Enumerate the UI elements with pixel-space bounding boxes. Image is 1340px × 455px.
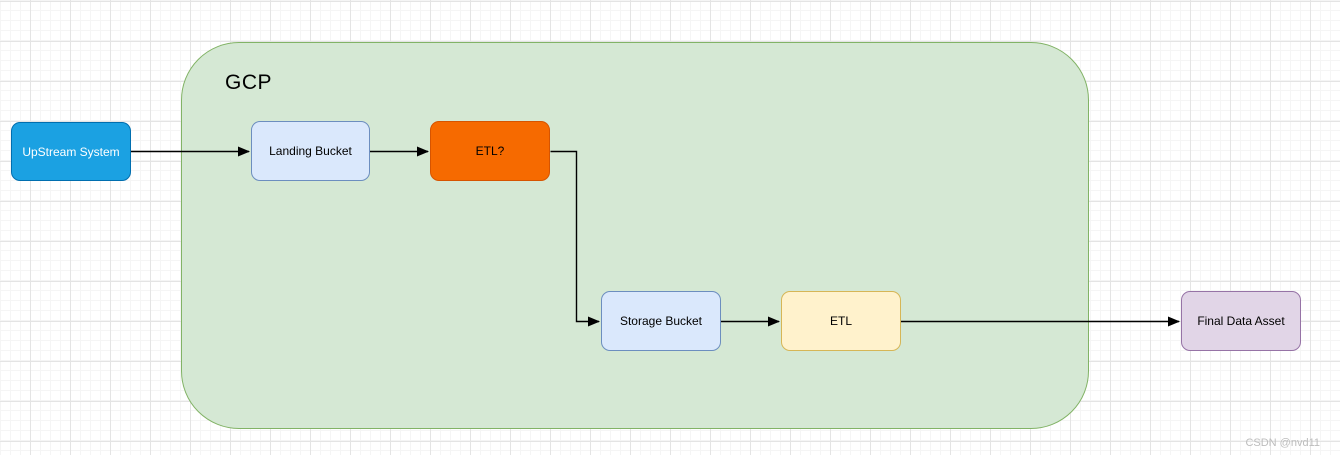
gcp-group-label: GCP (225, 71, 273, 94)
node-storage-bucket-label: Storage Bucket (619, 314, 703, 328)
node-upstream-system: UpStream System (11, 122, 131, 181)
gcp-group-container: GCP (181, 42, 1089, 429)
watermark: CSDN @nvd11 (1245, 437, 1320, 449)
node-etl: ETL (781, 291, 901, 351)
node-etl-question-label: ETL? (475, 144, 505, 158)
node-storage-bucket: Storage Bucket (601, 291, 721, 351)
edge-etl-question-to-storage-bucket (550, 150, 600, 327)
node-final-data-asset: Final Data Asset (1181, 291, 1301, 351)
node-etl-label: ETL (829, 314, 852, 328)
node-final-data-asset-label: Final Data Asset (1197, 314, 1285, 328)
node-landing-bucket: Landing Bucket (251, 121, 370, 181)
node-upstream-system-label: UpStream System (22, 144, 120, 159)
node-etl-question: ETL? (430, 121, 550, 181)
node-landing-bucket-label: Landing Bucket (269, 144, 352, 158)
